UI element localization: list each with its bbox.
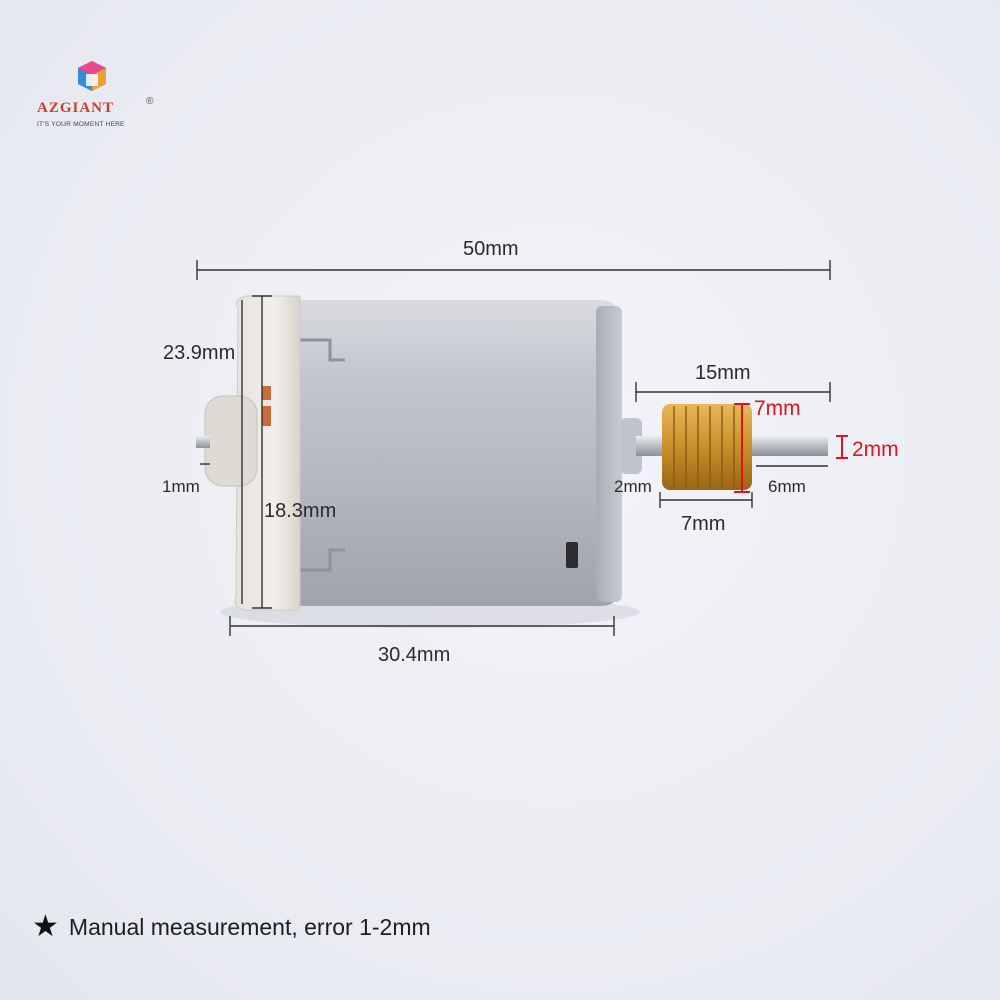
gear-length-label: 7mm xyxy=(681,513,726,535)
gear-diameter-label: 7mm xyxy=(754,397,801,420)
star-icon: ★ xyxy=(32,910,59,943)
registered-mark: ® xyxy=(146,96,154,107)
shaft-length-label: 15mm xyxy=(695,362,751,384)
brand-tagline: IT'S YOUR MOMENT HERE xyxy=(37,121,125,128)
measurement-note: ★ Manual measurement, error 1-2mm xyxy=(32,912,431,942)
rear-shaft-label: 1mm xyxy=(162,477,200,496)
body-length-label: 30.4mm xyxy=(378,644,451,666)
shaft-tip-label: 6mm xyxy=(768,477,806,496)
overall-length-label: 50mm xyxy=(463,238,519,260)
height-label: 23.9mm xyxy=(163,342,236,364)
boss-length-label: 2mm xyxy=(614,477,652,496)
shaft-diameter-label: 2mm xyxy=(852,438,899,461)
brand-logo-mark xyxy=(78,61,106,91)
width-label: 18.3mm xyxy=(264,500,337,522)
measurement-note-text: Manual measurement, error 1-2mm xyxy=(68,913,431,940)
brand-name: AZGIANT xyxy=(37,100,115,116)
